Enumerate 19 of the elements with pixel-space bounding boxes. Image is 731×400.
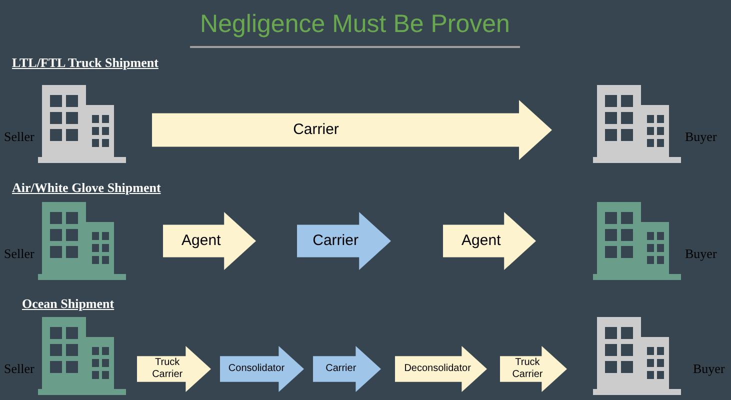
arrow-box: Carrier [297, 212, 391, 270]
section-heading: Ocean Shipment [22, 295, 114, 313]
building-label: Seller [4, 245, 34, 263]
arrow-box: Carrier [152, 100, 552, 160]
section-heading: Air/White Glove Shipment [12, 179, 161, 197]
building-label: Buyer [693, 360, 725, 378]
arrow-box: Agent [443, 212, 536, 270]
title: Negligence Must Be Proven [199, 9, 511, 40]
arrow-box: Consolidator [220, 346, 304, 392]
building-label: Buyer [685, 128, 717, 146]
building-label: Seller [4, 128, 34, 146]
arrow-box: Carrier [313, 346, 381, 392]
arrow-box: Agent [163, 212, 256, 270]
building-label: Seller [4, 360, 34, 378]
arrow-box: Truck Carrier [500, 346, 567, 392]
arrow-box: Deconsolidator [395, 346, 487, 392]
section-heading: LTL/FTL Truck Shipment [12, 54, 158, 72]
arrow-box: Truck Carrier [137, 346, 211, 392]
building-label: Buyer [685, 245, 717, 263]
